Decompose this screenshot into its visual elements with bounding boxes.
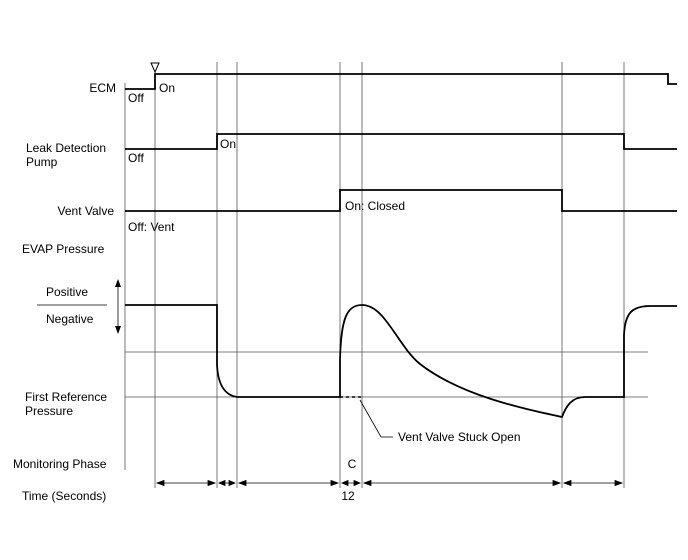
- vent-valve-label: Vent Valve: [58, 204, 115, 218]
- first-reference-label-line1: First Reference: [25, 390, 107, 404]
- leak-pump-waveform: [125, 133, 677, 150]
- leak-pump-off-label: Off: [128, 151, 144, 165]
- stuck-open-annotation: Vent Valve Stuck Open: [398, 430, 521, 444]
- negative-label: Negative: [46, 312, 94, 326]
- ecm-waveform: [125, 73, 677, 90]
- pressure-arrow-down-icon: [115, 326, 121, 334]
- ecm-off-label: Off: [128, 91, 144, 105]
- leak-pump-on-label: On: [220, 137, 236, 151]
- first-reference-label-line2: Pressure: [25, 404, 73, 418]
- evap-pressure-label: EVAP Pressure: [22, 242, 105, 256]
- pressure-arrow-up-icon: [115, 279, 121, 287]
- time-dimension-arrows: [155, 479, 624, 487]
- positive-label: Positive: [46, 285, 88, 299]
- ecm-on-label: On: [159, 81, 175, 95]
- time-value-12: 12: [341, 489, 355, 503]
- vent-valve-off-label: Off: Vent: [128, 220, 175, 234]
- monitoring-phase-c: C: [348, 457, 357, 471]
- evap-pressure-waveform: [125, 304, 677, 419]
- annotation-leader-line: [359, 399, 393, 438]
- start-marker-icon: [150, 62, 160, 74]
- ecm-label: ECM: [89, 81, 116, 95]
- vent-valve-on-label: On: Closed: [345, 199, 405, 213]
- leak-pump-label-line2: Pump: [26, 155, 58, 169]
- monitoring-phase-label: Monitoring Phase: [13, 457, 107, 471]
- vent-valve-waveform: [125, 189, 677, 212]
- leak-pump-label-line1: Leak Detection: [26, 141, 106, 155]
- time-label: Time (Seconds): [22, 489, 106, 503]
